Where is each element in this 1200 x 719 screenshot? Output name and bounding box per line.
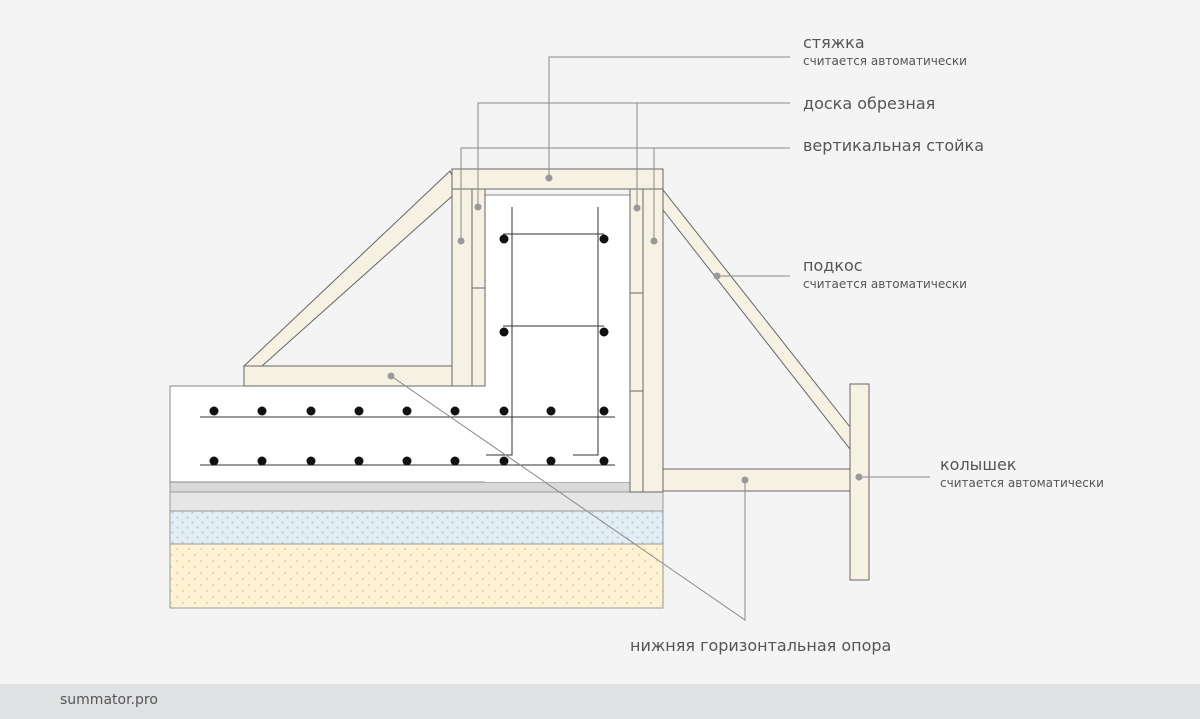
label-screed: стяжка считается автоматически xyxy=(803,33,967,69)
label-stake-note: считается автоматически xyxy=(940,476,1104,490)
label-brace: подкос считается автоматически xyxy=(803,256,967,292)
screed-board xyxy=(451,168,664,190)
brace-right xyxy=(662,188,851,451)
label-screed-note: считается автоматически xyxy=(803,54,967,68)
label-stake-title: колышек xyxy=(940,455,1017,474)
label-brace-note: считается автоматически xyxy=(803,277,967,291)
concrete-prep-layer xyxy=(169,491,664,512)
base-strip xyxy=(169,481,631,493)
ground-layers xyxy=(169,481,664,609)
leader-points xyxy=(387,174,863,484)
vertical-post-right xyxy=(642,188,664,493)
label-bottom-support-title: нижняя горизонтальная опора xyxy=(630,636,892,655)
label-edged-board: доска обрезная xyxy=(803,94,935,114)
label-vertical-post: вертикальная стойка xyxy=(803,136,984,156)
stake xyxy=(849,383,870,581)
label-screed-title: стяжка xyxy=(803,33,865,52)
board-right xyxy=(629,188,644,493)
brace-left xyxy=(242,170,460,367)
sand-layer xyxy=(169,510,664,545)
label-edged-board-title: доска обрезная xyxy=(803,94,936,113)
rebar-dots xyxy=(209,234,609,466)
label-bottom-support: нижняя горизонтальная опора xyxy=(630,636,891,656)
soil-layer xyxy=(169,543,664,609)
formwork-diagram xyxy=(169,56,930,621)
label-vertical-post-title: вертикальная стойка xyxy=(803,136,985,155)
bottom-support-right xyxy=(662,468,851,492)
label-stake: колышек считается автоматически xyxy=(940,455,1104,491)
vertical-post-left xyxy=(451,188,473,387)
label-brace-title: подкос xyxy=(803,256,863,275)
leader-lines xyxy=(390,56,930,621)
footer-bar: summator.pro xyxy=(0,684,1200,719)
bottom-support-left xyxy=(243,365,453,387)
site-name: summator.pro xyxy=(60,692,158,708)
